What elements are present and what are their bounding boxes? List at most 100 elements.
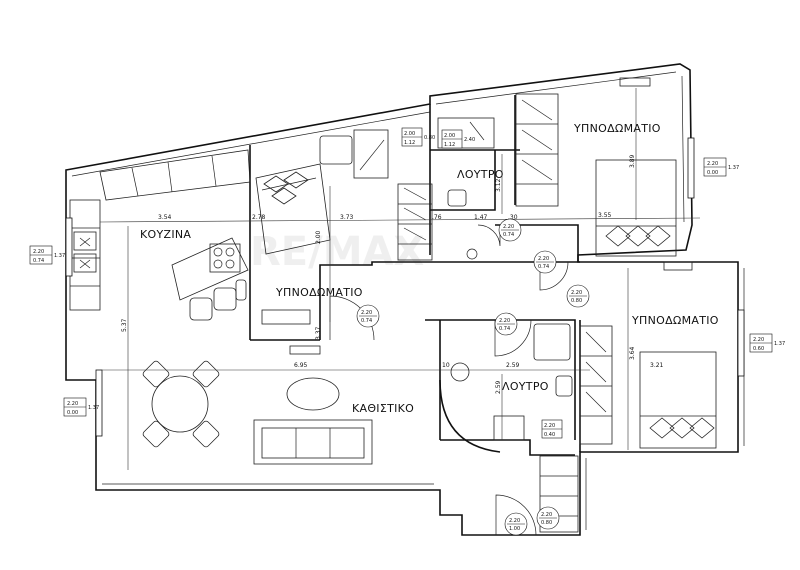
dim-label: 3.12	[495, 178, 502, 192]
dim-label: 3.73	[340, 214, 354, 221]
svg-text:2.20: 2.20	[509, 518, 520, 524]
kitchen-island	[171, 237, 249, 301]
svg-text:0.74: 0.74	[538, 264, 549, 270]
kitchen: ΚΟΥΖΙΝΑ	[69, 149, 251, 321]
shower-icon	[493, 415, 525, 441]
svg-text:0.74: 0.74	[499, 326, 510, 332]
bathroom-bottom: ΛΟΥΤΡΟ	[450, 323, 579, 533]
bedroom-left: ΥΠΝΟΔΩΜΑΤΙΟ	[255, 129, 389, 355]
svg-text:1.37: 1.37	[774, 341, 785, 347]
dim-label: 3.37	[315, 326, 322, 340]
toilet-icon	[447, 189, 478, 260]
dim-label: 3.21	[650, 362, 664, 369]
interior-walls	[249, 95, 581, 456]
opening-tag: 2.20 0.00 1.37	[703, 157, 739, 177]
svg-text:2.00: 2.00	[444, 133, 455, 139]
bathroom-top: ΛΟΥΤΡΟ	[397, 117, 503, 261]
windows	[65, 137, 745, 437]
svg-text:0.74: 0.74	[503, 232, 514, 238]
toilet-icon	[555, 375, 573, 397]
opening-tag: 2.00 1.12 2.40	[441, 129, 475, 149]
svg-text:2.20: 2.20	[541, 512, 552, 518]
svg-text:2.20: 2.20	[544, 423, 555, 429]
bedroom-right: ΥΠΝΟΔΩΜΑΤΙΟ	[579, 314, 719, 449]
svg-text:0.80: 0.80	[541, 520, 552, 526]
opening-tag: 2.20 1.00	[504, 512, 528, 536]
opening-tag: 2.20 0.00 1.37	[63, 397, 99, 417]
opening-tag: 2.20 0.74	[533, 250, 557, 274]
bed-icon	[639, 351, 717, 449]
dim-label: 3.64	[629, 346, 636, 360]
radiator-icon	[619, 77, 693, 271]
dim-label: .30	[508, 214, 518, 221]
svg-text:0.74: 0.74	[361, 318, 372, 324]
room-label-bedroom-top-right: ΥΠΝΟΔΩΜΑΤΙΟ	[573, 122, 661, 135]
svg-text:RE/MAX: RE/MAX	[250, 229, 424, 275]
svg-text:2.20: 2.20	[67, 401, 78, 407]
room-label-bathroom-bottom: ΛΟΥΤΡΟ	[502, 380, 549, 393]
bedroom-top-right: ΥΠΝΟΔΩΜΑΤΙΟ	[515, 77, 693, 271]
room-label-kitchen: ΚΟΥΖΙΝΑ	[140, 228, 191, 241]
svg-text:2.20: 2.20	[499, 318, 510, 324]
sofa-icon	[253, 419, 373, 465]
svg-text:2.20: 2.20	[361, 310, 372, 316]
svg-text:0.80: 0.80	[424, 135, 435, 141]
svg-text:1.37: 1.37	[88, 405, 99, 411]
opening-tag: 2.20 0.60 1.37	[749, 333, 785, 353]
wardrobe-icon	[579, 325, 613, 445]
room-label-living: ΚΑΘΙΣΤΙΚΟ	[352, 402, 414, 415]
svg-text:1.37: 1.37	[728, 165, 739, 171]
svg-text:0.80: 0.80	[571, 298, 582, 304]
svg-text:0.00: 0.00	[707, 170, 718, 176]
svg-text:2.20: 2.20	[707, 161, 718, 167]
dining-table-icon	[142, 360, 220, 448]
living-room: ΚΑΘΙΣΤΙΚΟ	[142, 360, 414, 465]
door-swings	[329, 224, 569, 536]
wardrobe-icon	[397, 183, 433, 261]
dim-label: 2.59	[506, 362, 520, 369]
radiator-icon	[289, 345, 321, 355]
opening-tag: 2.20 0.80	[566, 284, 590, 308]
svg-text:0.74: 0.74	[33, 258, 44, 264]
svg-text:0.60: 0.60	[753, 346, 764, 352]
dimension-labels: 3.54 2.78 3.73 .76 1.47 .30 3.55 6.95 10…	[121, 154, 664, 394]
dim-label: 6.95	[294, 362, 308, 369]
desk	[261, 309, 311, 325]
room-label-bedroom-right: ΥΠΝΟΔΩΜΑΤΙΟ	[631, 314, 719, 327]
opening-tag: 2.00 1.12 0.80	[401, 127, 435, 147]
dim-label: 2.59	[495, 380, 502, 394]
svg-text:1.12: 1.12	[404, 140, 415, 146]
svg-text:2.20: 2.20	[503, 224, 514, 230]
desk-chair	[319, 129, 389, 179]
dim-label: 2.78	[252, 214, 266, 221]
svg-text:2.20: 2.20	[33, 249, 44, 255]
room-label-bedroom-left: ΥΠΝΟΔΩΜΑΤΙΟ	[275, 286, 363, 299]
opening-tag: 2.20 0.74	[494, 312, 518, 336]
opening-tag: 2.20 0.74	[498, 218, 522, 242]
column-icon	[450, 362, 470, 382]
svg-text:2.20: 2.20	[753, 337, 764, 343]
dim-label: 3.54	[158, 214, 172, 221]
dim-label: 3.89	[629, 154, 636, 168]
dim-label: 3.55	[598, 212, 612, 219]
svg-text:2.20: 2.20	[538, 256, 549, 262]
bar-stools	[189, 279, 247, 321]
svg-text:1.12: 1.12	[444, 142, 455, 148]
svg-text:1.37: 1.37	[54, 253, 65, 259]
dim-label: .76	[432, 214, 442, 221]
dim-label: 10	[442, 362, 450, 369]
svg-text:0.00: 0.00	[67, 410, 78, 416]
dim-label: 5.37	[121, 318, 128, 332]
dimension-lines	[99, 88, 701, 470]
opening-tag: 2.20 0.80	[536, 506, 560, 530]
svg-text:1.00: 1.00	[509, 526, 520, 532]
svg-text:0.40: 0.40	[544, 432, 555, 438]
shower-tray	[437, 117, 495, 149]
opening-tags: 2.20 0.74 1.37 2.00 1.12 0.80 2.00 1.12 …	[29, 127, 785, 536]
dim-label: 1.47	[474, 214, 488, 221]
sink-icon	[73, 231, 97, 273]
opening-tag: 2.20 0.40	[541, 419, 563, 439]
svg-text:2.00: 2.00	[404, 131, 415, 137]
dim-label: 2.00	[315, 230, 322, 244]
sink-icon	[533, 323, 571, 361]
